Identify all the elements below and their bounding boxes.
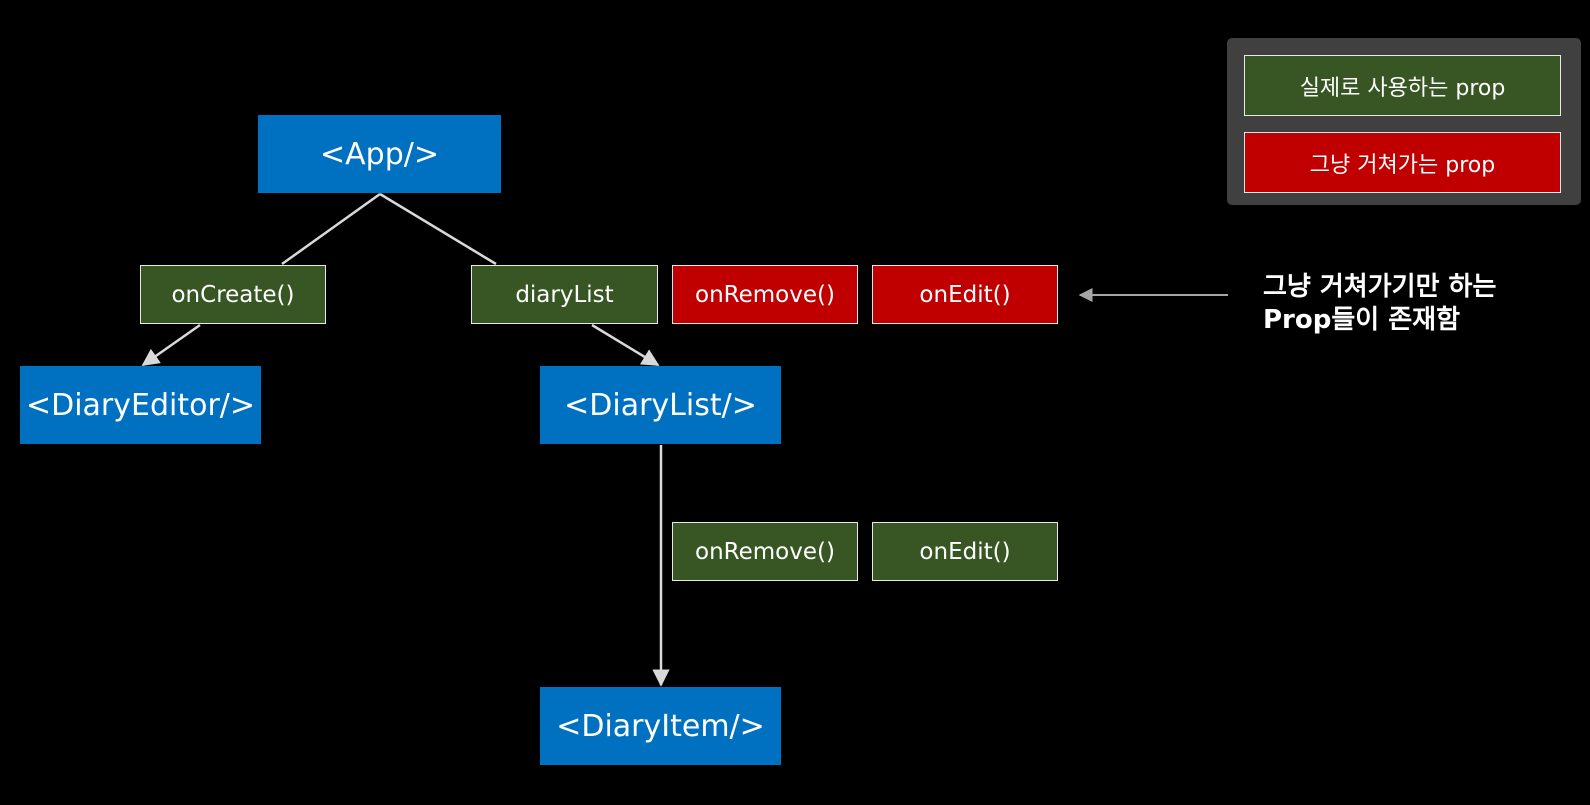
prop-diarylist: diaryList [471, 265, 658, 324]
app-to-oncreate-line [281, 192, 381, 266]
prop-onremove-used: onRemove() [672, 522, 858, 581]
app-component: <App/> [258, 115, 501, 193]
diary-editor-component: <DiaryEditor/> [20, 366, 261, 444]
prop-oncreate: onCreate() [140, 265, 326, 324]
oncreate-to-diaryeditor-arrow [141, 323, 201, 367]
app-to-diarylist-prop-line [379, 192, 497, 266]
prop-onedit-used: onEdit() [872, 522, 1058, 581]
legend-passthrough-prop: 그냥 거쳐가는 prop [1244, 132, 1561, 193]
annotation-line-2: Prop들이 존재함 [1263, 305, 1461, 335]
prop-onremove-passthrough: onRemove() [672, 265, 858, 324]
diarylist-prop-to-diarylist-arrow [591, 323, 660, 367]
legend-panel: 실제로 사용하는 prop 그냥 거쳐가는 prop [1227, 38, 1581, 205]
annotation-line-1: 그냥 거쳐가기만 하는 [1263, 272, 1497, 302]
legend-used-prop: 실제로 사용하는 prop [1244, 55, 1561, 116]
diary-list-component: <DiaryList/> [540, 366, 781, 444]
annotation-text: 그냥 거쳐가기만 하는 Prop들이 존재함 [1263, 271, 1583, 337]
diary-item-component: <DiaryItem/> [540, 687, 781, 765]
prop-onedit-passthrough: onEdit() [872, 265, 1058, 324]
